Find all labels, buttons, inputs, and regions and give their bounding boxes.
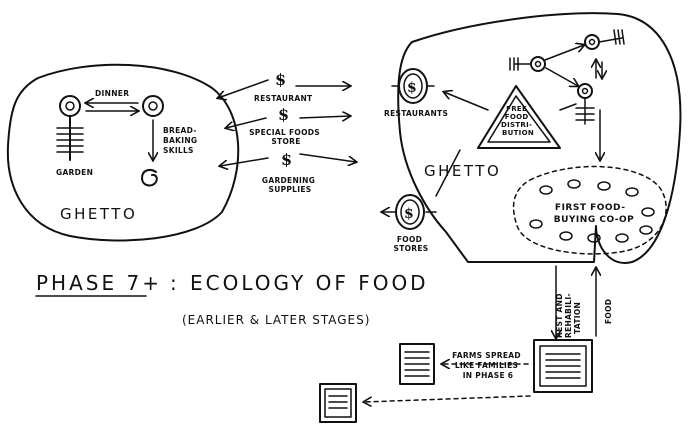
free-food-line-3: DISTRI- — [501, 121, 532, 129]
free-food-line-4: BUTION — [502, 129, 534, 137]
farm-arrow-bottom — [364, 395, 531, 402]
middle-flows: $ RESTAURANT $ SPECIAL FOODS STORE $ GAR… — [218, 70, 356, 194]
coop-group: FIRST FOOD- BUYING CO-OP — [512, 165, 667, 255]
network-node-2 — [584, 34, 600, 50]
restaurant-arrow-left — [218, 79, 269, 98]
title-text: ECOLOGY OF FOOD — [190, 271, 429, 295]
subtitle-text: (EARLIER & LATER STAGES) — [182, 313, 370, 327]
restaurants-node: $ — [391, 68, 435, 104]
garden-node-icon — [59, 95, 81, 117]
garden-label: GARDEN — [56, 168, 93, 177]
title-colon: : — [170, 271, 180, 295]
food-stores-line-2: STORES — [394, 244, 429, 253]
bread-line-2: BAKING — [163, 136, 197, 145]
free-food-line-2: FOOD — [505, 113, 529, 121]
restaurant-dollar-icon: $ — [275, 70, 286, 89]
rest-line-2: REHABILI- — [564, 293, 573, 338]
svg-text:$: $ — [407, 80, 417, 96]
right-ghetto-group: $ RESTAURANTS $ FOOD STORES GHETTO FREE … — [382, 12, 682, 264]
lower-section: REST AND REHABILI- TATION FOOD FARMS SPR… — [319, 265, 613, 423]
gardening-line-2: SUPPLIES — [269, 185, 312, 194]
dinner-label: DINNER — [95, 89, 129, 98]
network-node-1 — [530, 56, 546, 72]
farms-line-3: IN PHASE 6 — [463, 371, 514, 380]
free-food-line-1: FREE — [506, 105, 527, 113]
garden-node — [56, 95, 84, 161]
food-stores-node: $ — [395, 194, 425, 230]
coop-label: FIRST FOOD- BUYING CO-OP — [554, 203, 635, 225]
food-stores-label: FOOD STORES — [394, 235, 429, 253]
coop-line-1: FIRST FOOD- — [555, 203, 626, 213]
left-ghetto-title: GHETTO — [60, 205, 137, 223]
gardening-line-1: GARDENING — [262, 176, 315, 185]
rest-label: REST AND REHABILI- TATION — [555, 290, 582, 338]
medium-farm-icon — [399, 343, 435, 385]
small-farm-icon — [319, 383, 357, 423]
food-stores-line-1: FOOD — [397, 235, 422, 244]
special-foods-line-1: SPECIAL FOODS — [249, 128, 320, 137]
node-network — [509, 29, 625, 160]
coop-boundary — [512, 165, 667, 255]
special-foods-line-2: STORE — [271, 137, 300, 146]
free-food-triangle — [477, 85, 561, 149]
special-foods-label: SPECIAL FOODS STORE — [249, 128, 323, 146]
rest-line-3: TATION — [573, 302, 582, 334]
bread-skills-label: BREAD- BAKING SKILLS — [163, 126, 200, 155]
food-stores-coin-icon — [395, 194, 425, 230]
network-node-3 — [577, 83, 593, 99]
spiral-icon — [141, 169, 158, 187]
food-label: FOOD — [604, 299, 613, 324]
rest-line-1: REST AND — [555, 293, 564, 338]
special-foods-arrow-right — [299, 116, 350, 118]
title-group: PHASE 7+ : ECOLOGY OF FOOD (EARLIER & LA… — [35, 271, 429, 327]
gardening-dollar-icon: $ — [281, 150, 292, 169]
farms-line-1: FARMS SPREAD — [452, 351, 521, 360]
special-foods-dollar-icon: $ — [278, 105, 289, 124]
farms-line-2: LIKE FAMILIES — [455, 361, 518, 370]
farms-label: FARMS SPREAD LIKE FAMILIES IN PHASE 6 — [452, 351, 524, 380]
coop-line-2: BUYING CO-OP — [554, 215, 635, 225]
gardening-label: GARDENING SUPPLIES — [262, 176, 318, 194]
baker-node — [142, 95, 164, 117]
left-ghetto-boundary — [6, 63, 240, 242]
bread-line-3: SKILLS — [163, 146, 194, 155]
free-food-label: FREE FOOD DISTRI- BUTION — [501, 105, 535, 137]
right-ghetto-boundary — [397, 12, 682, 264]
triangle-arrow-foodstores — [435, 149, 461, 197]
right-ghetto-title: GHETTO — [424, 162, 501, 180]
restaurants-label: RESTAURANTS — [384, 109, 448, 118]
phase-label: PHASE 7+ — [36, 271, 162, 295]
large-farm-icon — [533, 339, 593, 393]
gardening-arrow-right — [299, 153, 356, 162]
svg-text:$: $ — [404, 206, 414, 222]
triangle-arrow-restaurants — [444, 92, 489, 111]
gardening-arrow-left — [220, 157, 269, 166]
bread-line-1: BREAD- — [163, 126, 197, 135]
baker-node-icon — [142, 95, 164, 117]
restaurant-label: RESTAURANT — [254, 94, 313, 103]
special-foods-arrow-left — [226, 117, 267, 128]
left-ghetto-group: GARDEN DINNER BREAD- BAKING SKILLS GHETT… — [6, 63, 240, 242]
